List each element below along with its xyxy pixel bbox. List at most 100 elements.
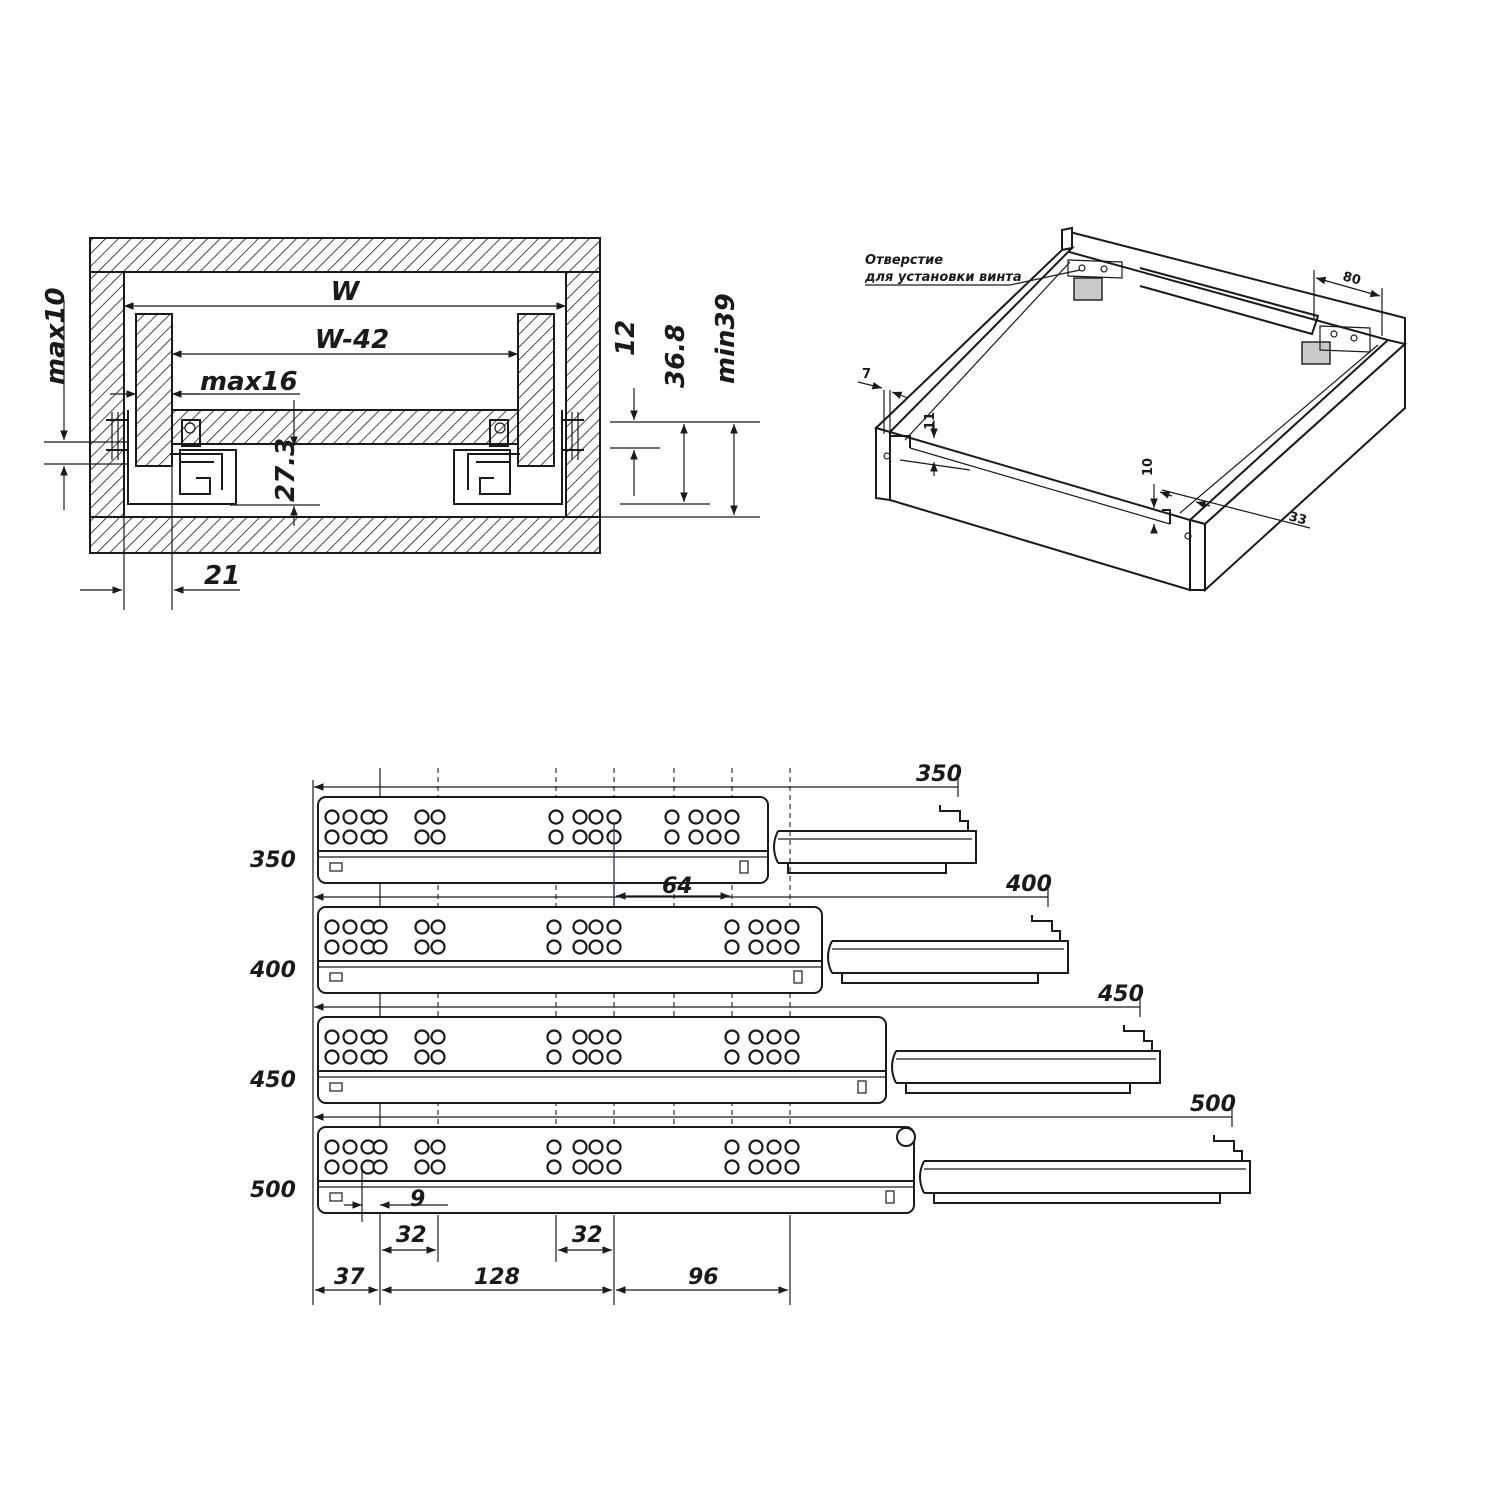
drawer-member-tail: [841, 973, 1039, 984]
mounting-hole: [324, 939, 340, 955]
mounting-hole: [342, 829, 358, 845]
dim-w-label: W: [331, 277, 361, 307]
dim-12-label: 12: [611, 320, 641, 356]
mounting-hole: [606, 1159, 622, 1175]
dim-64-label: 64: [662, 874, 693, 899]
rear-lock-right: [1301, 325, 1371, 365]
rail-slot: [329, 862, 343, 872]
mounting-hole: [688, 809, 704, 825]
mounting-hole: [372, 939, 388, 955]
mounting-hole: [372, 919, 388, 935]
mounting-hole: [748, 1159, 764, 1175]
drawer-member: [832, 940, 1069, 974]
drawer-member: [778, 830, 977, 864]
mounting-hole: [324, 809, 340, 825]
mounting-hole: [784, 919, 800, 935]
dim-128-label: 128: [474, 1265, 520, 1290]
mounting-hole: [324, 1049, 340, 1065]
drawer-member-hook: [939, 805, 969, 831]
mounting-hole: [724, 1049, 740, 1065]
rail-slot: [329, 1082, 343, 1092]
dim-32b-label: 32: [572, 1223, 603, 1248]
mounting-hole: [342, 809, 358, 825]
row-length-label: 350: [250, 848, 296, 873]
mounting-hole: [546, 939, 562, 955]
overall-length-label: 400: [1005, 872, 1052, 897]
row-length-label: 450: [249, 1068, 296, 1093]
mounting-hole: [766, 939, 782, 955]
right-runner: [453, 410, 584, 505]
mounting-hole: [430, 1159, 446, 1175]
mounting-hole: [572, 939, 588, 955]
mounting-hole: [372, 809, 388, 825]
dim-33-label: 33: [1287, 509, 1308, 528]
mounting-hole: [766, 1139, 782, 1155]
mounting-hole: [342, 1159, 358, 1175]
rail-end-roller: [896, 1127, 916, 1147]
dim-9-label: 9: [410, 1187, 425, 1212]
drawer-member: [924, 1160, 1251, 1194]
mounting-hole: [414, 919, 430, 935]
mounting-hole: [572, 919, 588, 935]
overall-length-label: 500: [1190, 1092, 1236, 1117]
mounting-hole: [606, 919, 622, 935]
mounting-hole: [706, 809, 722, 825]
drawer-left-side: [135, 313, 173, 467]
dim-10-label: 10: [1141, 458, 1156, 476]
mounting-hole: [588, 1049, 604, 1065]
mounting-hole: [724, 919, 740, 935]
rail-body: [317, 796, 769, 884]
mounting-hole: [414, 809, 430, 825]
mounting-hole: [414, 829, 430, 845]
mounting-hole: [324, 1159, 340, 1175]
mounting-hole: [766, 919, 782, 935]
mounting-hole: [784, 1049, 800, 1065]
left-runner: [106, 410, 237, 505]
mounting-hole: [414, 1159, 430, 1175]
rail-slot: [329, 1192, 343, 1202]
mounting-hole: [664, 829, 680, 845]
drawer-member: [896, 1050, 1161, 1084]
mounting-hole: [588, 829, 604, 845]
mounting-hole: [748, 919, 764, 935]
mounting-hole: [588, 939, 604, 955]
dim-368-label: 36.8: [661, 324, 691, 388]
rail-slot: [885, 1190, 895, 1204]
mounting-hole: [430, 1139, 446, 1155]
mounting-hole: [784, 1159, 800, 1175]
mounting-hole: [748, 1049, 764, 1065]
mounting-hole: [414, 1139, 430, 1155]
mounting-hole: [588, 919, 604, 935]
mounting-hole: [372, 1139, 388, 1155]
rail-body: [317, 906, 823, 994]
dim-max10-label: max10: [41, 287, 71, 385]
drawer-member-end: [827, 940, 833, 974]
drawer-member-tail: [933, 1193, 1221, 1204]
cabinet-bottom-panel: [89, 516, 601, 554]
mounting-hole: [724, 1029, 740, 1045]
cabinet-section-view: W W-42 max16 max10 12 36.8 min39 27.3: [41, 237, 760, 610]
mounting-hole: [324, 1029, 340, 1045]
mounting-hole: [664, 809, 680, 825]
mounting-hole: [342, 1139, 358, 1155]
mounting-hole: [372, 1049, 388, 1065]
mounting-hole: [588, 809, 604, 825]
cabinet-top-panel: [89, 237, 601, 273]
mounting-hole: [430, 939, 446, 955]
mounting-hole: [784, 939, 800, 955]
mounting-hole: [724, 939, 740, 955]
mounting-hole: [606, 1049, 622, 1065]
drawer-member-tail: [787, 863, 947, 874]
mounting-hole: [430, 1049, 446, 1065]
mounting-hole: [342, 939, 358, 955]
mounting-hole: [706, 829, 722, 845]
dim-21-label: 21: [204, 561, 240, 591]
screw-hole-note-line2: для установки винта: [864, 270, 1022, 285]
cabinet-right-wall: [565, 271, 601, 518]
mounting-hole: [724, 1139, 740, 1155]
mounting-hole: [324, 919, 340, 935]
mounting-hole: [414, 939, 430, 955]
mounting-hole: [430, 919, 446, 935]
